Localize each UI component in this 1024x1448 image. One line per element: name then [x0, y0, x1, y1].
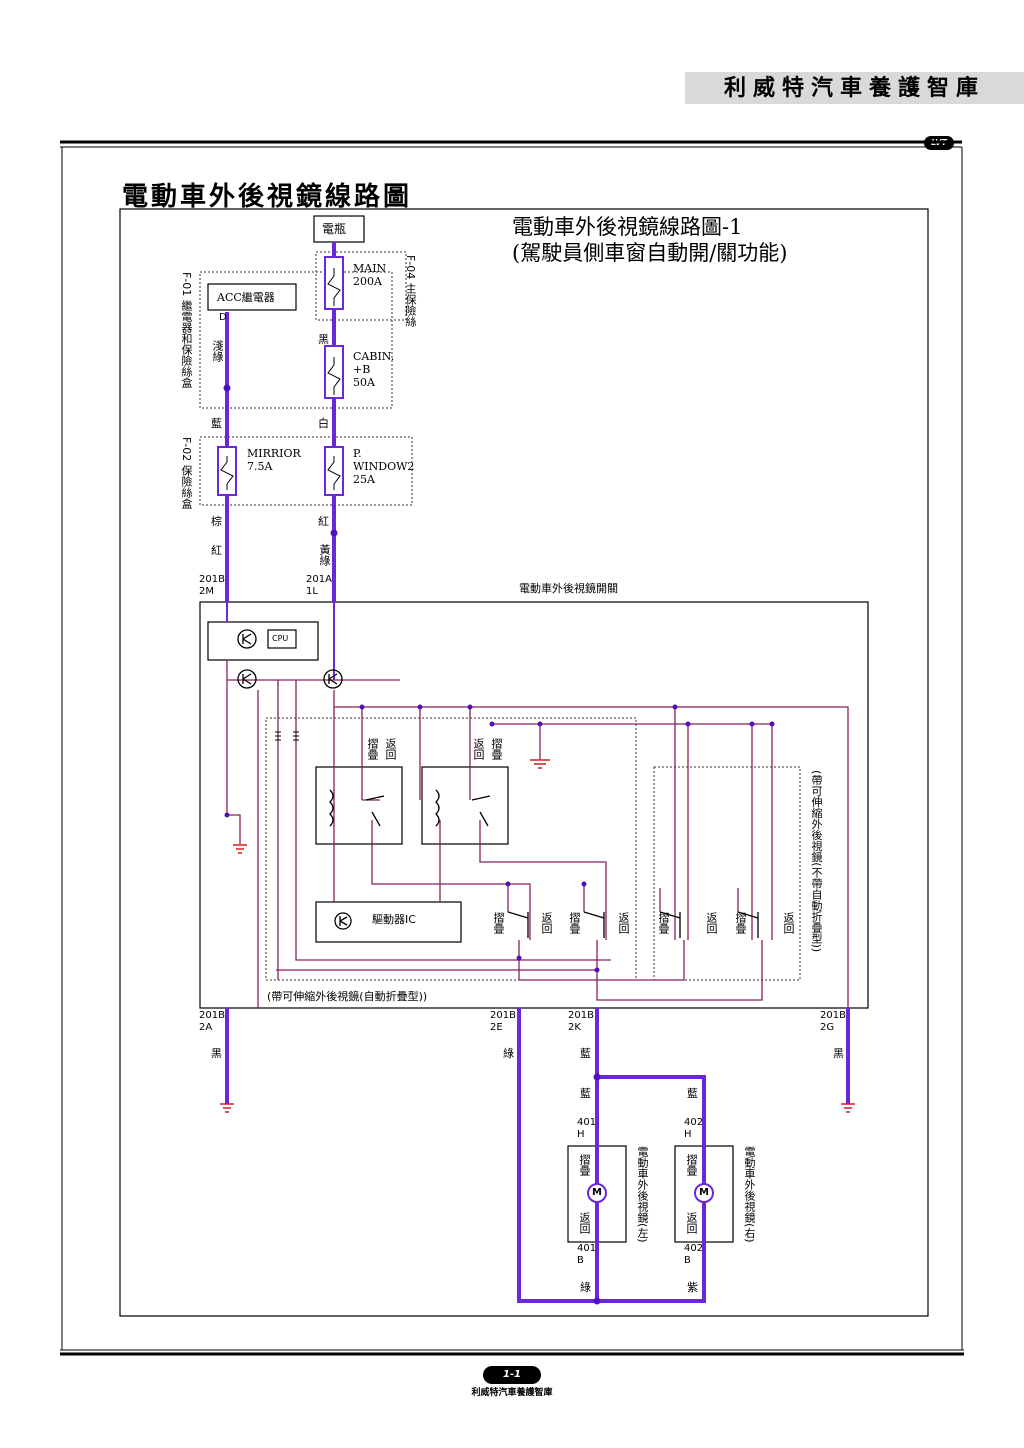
- diagram-title: 電動車外後視鏡線路圖-1 (駕駛員側車窗自動開/關功能): [512, 214, 787, 266]
- f01-box: [199, 271, 393, 409]
- wire-light-green: 淺綠: [211, 340, 224, 362]
- f04-box: [315, 251, 407, 321]
- return-label-2: 返回: [472, 738, 485, 760]
- wire-blue-2: 藍: [580, 1047, 591, 1060]
- wire-white: 白: [318, 417, 329, 430]
- cpu-block: [207, 621, 319, 661]
- motor-right-label: M: [699, 1187, 709, 1198]
- wire-green-2: 綠: [580, 1281, 591, 1294]
- footer-brand: 利威特汽車養護智庫: [471, 1388, 553, 1398]
- auto-fold-region: [265, 717, 637, 981]
- wire-blue-1: 藍: [211, 417, 222, 430]
- return-label-left: 返回: [578, 1212, 591, 1234]
- wire-black-2: 黑: [211, 1047, 222, 1060]
- fold-label-5: 摺疊: [657, 912, 670, 934]
- wire-green-1: 綠: [503, 1047, 514, 1060]
- switch-box: [199, 601, 869, 1009]
- fold-label-3: 摺疊: [492, 912, 505, 934]
- fold-label-right: 摺疊: [685, 1154, 698, 1176]
- conn-201b-2k: 201B 2K: [568, 1010, 594, 1033]
- f04-label: F-04 主保險絲: [404, 255, 417, 327]
- relay-2: [421, 766, 509, 845]
- wire-brown: 棕: [211, 515, 222, 528]
- cpu-label: CPU: [272, 634, 289, 643]
- mirror-fuse: [217, 446, 237, 496]
- return-label-3: 返回: [540, 912, 553, 934]
- mirror-left-label: 電動車外後視鏡(左): [636, 1146, 649, 1243]
- relay-1: [315, 766, 403, 845]
- diagram-title-line2: (駕駛員側車窗自動開/關功能): [512, 241, 788, 265]
- pwindow-fuse: [324, 446, 344, 496]
- f02-label: F-02 保險絲盒: [180, 437, 193, 509]
- transistor-left: [237, 669, 257, 689]
- switch-title: 電動車外後視鏡開關: [519, 582, 618, 595]
- fold-label-4: 摺疊: [568, 912, 581, 934]
- return-label-4: 返回: [617, 912, 630, 934]
- conn-402b: 402 B: [684, 1243, 704, 1266]
- page-title: 電動車外後視鏡線路圖: [122, 182, 413, 212]
- return-label-5: 返回: [705, 912, 718, 934]
- battery-box: [313, 215, 365, 243]
- motor-left-label: M: [592, 1187, 602, 1198]
- pwindow-fuse-label: P. WINDOW2 25A: [353, 447, 415, 486]
- f02-box: [199, 436, 413, 506]
- return-label-1: 返回: [384, 738, 397, 760]
- return-label-right: 返回: [685, 1212, 698, 1234]
- battery-label: 電瓶: [322, 222, 347, 236]
- fold-label-6: 摺疊: [734, 912, 747, 934]
- conn-201b-2g: 201B 2G: [820, 1010, 846, 1033]
- mirror-fuse-label: MIRRIOR 7.5A: [247, 447, 301, 473]
- conn-201a-1l: 201A 1L: [306, 574, 332, 597]
- acc-pin-label: D: [219, 312, 227, 323]
- wire-blue-3: 藍: [580, 1087, 591, 1100]
- diagram-title-line1: 電動車外後視鏡線路圖-1: [512, 215, 743, 239]
- f01-label: F-01 繼電器和保險絲盒: [180, 272, 193, 388]
- transistor-right: [323, 669, 343, 689]
- wire-yellow-green: 黃綠: [318, 544, 331, 566]
- page-number-badge: 1-1: [483, 1366, 541, 1384]
- conn-201b-2a: 201B 2A: [199, 1010, 225, 1033]
- return-label-6: 返回: [782, 912, 795, 934]
- wire-red-2: 紅: [211, 544, 222, 557]
- conn-401h: 401 H: [577, 1117, 597, 1140]
- cpu-chip: [267, 629, 297, 649]
- main-fuse: [324, 256, 344, 310]
- auto-fold-note: (帶可伸縮外後視鏡(自動折疊型)): [267, 990, 428, 1003]
- cabin-fuse: [324, 345, 344, 399]
- fold-label-2: 摺疊: [490, 738, 503, 760]
- wire-red-1: 紅: [318, 515, 329, 528]
- transistor-cpu: [237, 629, 257, 649]
- cabin-fuse-label: CABIN. +B 50A: [353, 350, 395, 389]
- acc-relay-box: [207, 283, 297, 311]
- driver-ic-label: 驅動器IC: [372, 913, 416, 926]
- non-auto-region: [653, 766, 801, 981]
- wire-purple: 紫: [687, 1281, 698, 1294]
- fold-label-1: 摺疊: [366, 738, 379, 760]
- wire-blue-4: 藍: [687, 1087, 698, 1100]
- conn-402h: 402 H: [684, 1117, 704, 1140]
- main-fuse-label: MAIN 200A: [353, 262, 387, 288]
- conn-201b-2e: 201B 2E: [490, 1010, 516, 1033]
- mirror-right-label: 電動車外後視鏡(右): [743, 1146, 756, 1243]
- non-auto-note: (帶可伸縮外後視鏡(不帶自動折疊型)): [810, 770, 823, 953]
- wire-black-1: 黑: [318, 333, 329, 346]
- fold-label-left: 摺疊: [578, 1154, 591, 1176]
- wire-black-3: 黑: [833, 1047, 844, 1060]
- brand-header: 利威特汽車養護智庫: [685, 72, 1024, 104]
- conn-401b: 401 B: [577, 1243, 597, 1266]
- acc-relay-label: ACC繼電器: [217, 291, 275, 304]
- transistor-driver: [334, 912, 352, 930]
- conn-201b-2m: 201B 2M: [199, 574, 225, 597]
